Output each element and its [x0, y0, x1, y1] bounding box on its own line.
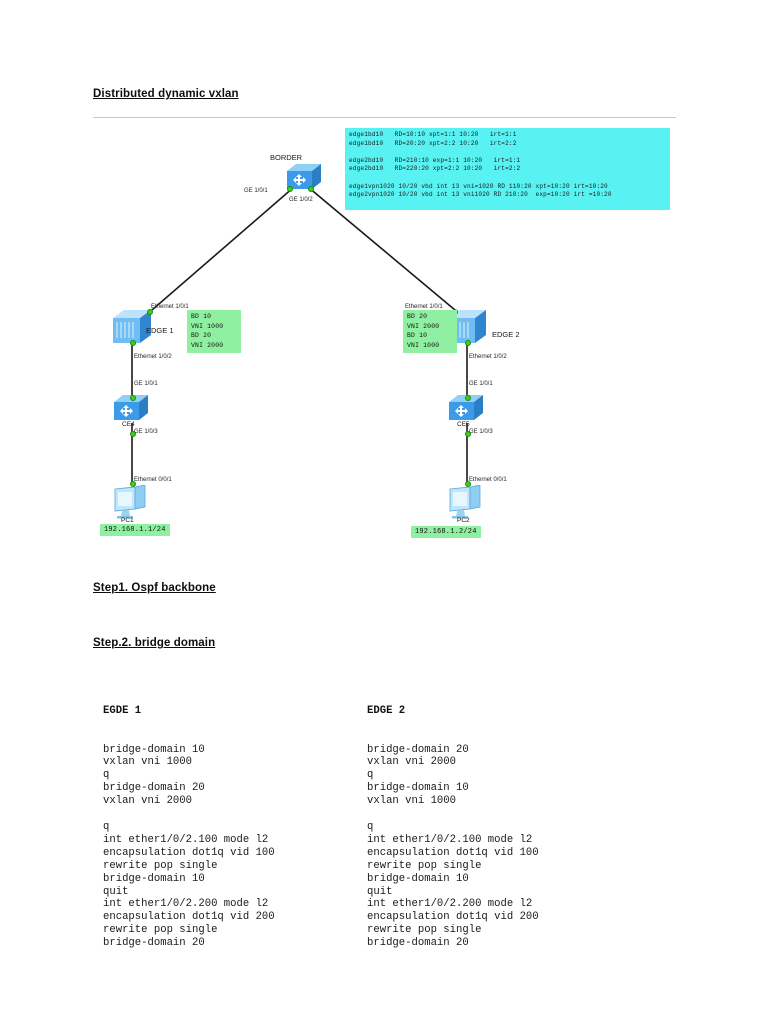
- routing-config-line: edge2bd10 RD=210:10 exp=1:1 10:20 irt=1:…: [349, 156, 521, 164]
- node-label-edge2: EDGE 2: [492, 330, 520, 339]
- config-line: int ether1/0/2.200 mode l2: [103, 898, 269, 911]
- config-line: encapsulation dot1q vid 100: [103, 846, 275, 859]
- interface-label-border-left: GE 1/0/1: [244, 188, 268, 194]
- port-dot-pc2-up: [465, 481, 471, 487]
- network-diagram: edge1bd10 RD=10:10 xpt=1:1 10:20 irt=1:1…: [0, 120, 768, 550]
- ip-label-pc2: 192.168.1.2/24: [411, 526, 481, 538]
- config-line: encapsulation dot1q vid 100: [367, 846, 539, 859]
- interface-label-border-right: GE 1/0/2: [289, 197, 313, 203]
- config-line: bridge-domain 10: [367, 872, 469, 885]
- interface-label-ce5-down: GE 1/0/3: [469, 429, 493, 435]
- node-label-ce4: CE4: [122, 421, 135, 428]
- interface-label-edge2-down: Ethernet 1/0/2: [469, 354, 507, 360]
- config-title-edge2: EDGE 2: [367, 704, 406, 717]
- port-dot-ce5-down: [465, 431, 471, 437]
- config-line: q: [103, 769, 110, 782]
- routing-config-line: [349, 174, 670, 183]
- config-line: q: [367, 769, 374, 782]
- routing-config-line: edge1bd10 RD=10:10 xpt=1:1 10:20 irt=1:1: [349, 131, 517, 138]
- step2-heading: Step.2. bridge domain: [93, 637, 216, 649]
- node-label-border: BORDER: [270, 153, 303, 162]
- port-dot-pc1-up: [130, 481, 136, 487]
- config-line: quit: [103, 885, 129, 898]
- config-line: q: [103, 820, 110, 833]
- node-label-pc1: PC1: [121, 517, 134, 524]
- config-line: int ether1/0/2.100 mode l2: [103, 833, 269, 846]
- routing-config-line: edge1vpn1020 10/20 vbd int 13 vni=1020 R…: [349, 182, 608, 190]
- node-label-edge1: EDGE 1: [146, 326, 174, 335]
- interface-label-pc2-up: Ethernet 0/0/1: [469, 477, 507, 483]
- config-line: bridge-domain 10: [367, 782, 469, 795]
- port-dot-border-ge1-0-1: [287, 186, 293, 192]
- port-dot-edge2-down: [465, 340, 471, 346]
- config-line: bridge-domain 10: [103, 743, 205, 756]
- interface-label-pc1-up: Ethernet 0/0/1: [134, 477, 172, 483]
- interface-label-edge1-down: Ethernet 1/0/2: [134, 354, 172, 360]
- title-divider: [93, 117, 676, 118]
- config-line: encapsulation dot1q vid 200: [367, 911, 539, 924]
- device-icon-pc2: [448, 484, 484, 524]
- config-line: vxlan vni 1000: [103, 756, 193, 769]
- config-line: rewrite pop single: [103, 924, 218, 937]
- config-line: bridge-domain 20: [367, 937, 469, 950]
- config-line: vxlan vni 2000: [367, 756, 457, 769]
- config-line: int ether1/0/2.200 mode l2: [367, 898, 533, 911]
- port-dot-ce5-up: [465, 395, 471, 401]
- ip-label-pc1: 192.168.1.1/24: [100, 524, 170, 536]
- config-line: int ether1/0/2.100 mode l2: [367, 833, 533, 846]
- interface-label-edge2-up: Ethernet 1/0/1: [405, 304, 443, 310]
- node-label-ce5: CE5: [457, 421, 470, 428]
- interface-label-ce4-up: GE 1/0/1: [134, 381, 158, 387]
- config-line: vxlan vni 1000: [367, 795, 457, 808]
- interface-label-edge1-up: Ethernet 1/0/1: [151, 304, 189, 310]
- device-icon-edge1-switch: [113, 310, 151, 349]
- port-dot-ce4-up: [130, 395, 136, 401]
- port-dot-edge1-down: [130, 340, 136, 346]
- config-line: encapsulation dot1q vid 200: [103, 911, 275, 924]
- device-icon-ce4-router: [114, 395, 148, 426]
- port-dot-edge1-up: [147, 309, 153, 315]
- config-line: rewrite pop single: [367, 859, 482, 872]
- routing-config-line: [349, 148, 670, 157]
- device-icon-pc1: [113, 484, 149, 524]
- config-line: bridge-domain 10: [103, 872, 205, 885]
- node-label-pc2: PC2: [457, 517, 470, 524]
- bd-vni-box-edge2: BD 20 VNI 2000 BD 10 VNI 1000: [403, 310, 457, 353]
- config-line: bridge-domain 20: [367, 743, 469, 756]
- config-line: rewrite pop single: [367, 924, 482, 937]
- device-icon-border-router: [287, 164, 321, 195]
- page-title: Distributed dynamic vxlan: [93, 88, 239, 100]
- config-line: quit: [367, 885, 393, 898]
- config-line: q: [367, 820, 374, 833]
- routing-config-line: edge2vpn1020 10/20 vbd int 13 vni1020 RD…: [349, 191, 612, 199]
- interface-label-ce4-down: GE 1/0/3: [134, 429, 158, 435]
- config-line: rewrite pop single: [103, 859, 218, 872]
- routing-config-line: edge1bd10 RD=20:20 xpt=2:2 10:20 irt=2:2: [349, 139, 517, 147]
- port-dot-ce4-down: [130, 431, 136, 437]
- config-line: [367, 808, 539, 821]
- interface-label-ce5-up: GE 1/0/1: [469, 381, 493, 387]
- routing-config-line: edge2bd10 RD=220:20 xpt=2:2 10:20 irt=2:…: [349, 165, 521, 173]
- config-line: vxlan vni 2000: [103, 795, 193, 808]
- config-title-edge1: EGDE 1: [103, 704, 142, 717]
- config-line: bridge-domain 20: [103, 782, 205, 795]
- port-dot-border-ge1-0-2: [308, 186, 314, 192]
- config-line: [103, 808, 275, 821]
- routing-config-block: edge1bd10 RD=10:10 xpt=1:1 10:20 irt=1:1…: [345, 128, 670, 210]
- config-line: bridge-domain 20: [103, 937, 205, 950]
- step1-heading: Step1. Ospf backbone: [93, 582, 216, 594]
- bd-vni-box-edge1: BD 10 VNI 1000 BD 20 VNI 2000: [187, 310, 241, 353]
